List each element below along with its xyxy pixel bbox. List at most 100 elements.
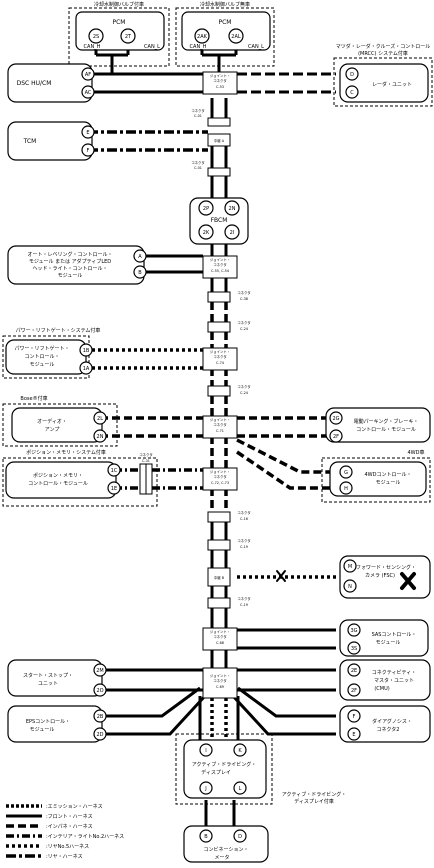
- headlight-pin-a: A: [138, 254, 142, 260]
- c19a-l1: コネクタ: [237, 538, 250, 543]
- ads-pin-d: L: [239, 786, 242, 792]
- c38-l2: C-38: [240, 297, 248, 301]
- radar-name: レーダ・ユニット: [372, 81, 412, 88]
- c53-l1: ジョイント・: [210, 74, 230, 78]
- fsc-pin-b: N: [348, 584, 352, 590]
- awd-line1: 4WDコントロール・: [365, 472, 412, 478]
- connector-c38: [207, 291, 231, 303]
- pcm2-can-h: CAN_H: [190, 44, 207, 50]
- ads-line1: アクティブ・ドライビング・: [192, 761, 256, 768]
- startstop-line2: ユニット: [38, 681, 58, 687]
- connector-c19b: [207, 597, 231, 609]
- cmu-line2: マスタ・ユニット: [374, 677, 414, 684]
- c19a-l2: C-19: [240, 545, 248, 549]
- c74-l1: ジョイント・: [210, 350, 230, 354]
- dlc-line1: ダイアグノシス・: [372, 718, 412, 725]
- connector-c01a: [207, 117, 231, 127]
- sas-pin-b: 3S: [351, 646, 357, 652]
- connector-c68: [202, 627, 238, 651]
- connector-c69: [202, 667, 238, 699]
- c55-l1: ジョイント・: [210, 258, 230, 262]
- dsc-pin-a: AF: [85, 72, 91, 78]
- option-borders: [2, 7, 433, 805]
- c71-l3: C-71: [216, 429, 224, 433]
- c16-l2: C-16: [240, 517, 248, 521]
- meter-pin-a: B: [204, 834, 208, 840]
- pcm2-note: 冷却水制御バルブ無車: [200, 1, 250, 8]
- memory-box: [5, 461, 117, 499]
- pcm2-can-l: CAN_L: [248, 44, 264, 50]
- memory-line2: コントロール・モジュール: [28, 481, 88, 487]
- c69-l1: ジョイント・: [210, 674, 230, 678]
- pcm2-pin-a: 2AK: [197, 34, 208, 40]
- powergate-line3: モジュール: [30, 362, 55, 368]
- c19b-l2: C-19: [240, 603, 248, 607]
- dlc-pin-a: F: [353, 714, 356, 720]
- meter-line2: メータ: [214, 854, 229, 861]
- fbcm-name: FBCM: [211, 217, 228, 224]
- c24a-l1: コネクタ: [237, 320, 250, 325]
- dsc-name: DSC HU/CM: [17, 80, 52, 87]
- c24b-l1: コネクタ: [237, 384, 250, 389]
- ads-pin-c: J: [204, 786, 206, 792]
- pcm1-name: PCM: [113, 19, 126, 26]
- eps-line2: モジュール: [30, 727, 55, 733]
- fbcm-pin-b: 2N: [229, 206, 236, 212]
- c72-l3: C-72, C-73: [211, 481, 229, 485]
- memory-note: ポジション・メモリ・システム付車: [26, 449, 106, 456]
- tcm-pin-a: E: [86, 130, 89, 136]
- connector-c19a: [207, 539, 231, 551]
- c53-l2: コネクタ: [213, 78, 226, 83]
- powergate-line2: コントロール・: [24, 354, 59, 360]
- eps-pin-b: 2D: [96, 732, 103, 738]
- pcm2-pin-b: 2AL: [231, 34, 241, 40]
- headlight-box: [7, 245, 145, 285]
- epb-pin-b: 2F: [333, 434, 339, 440]
- cmu-pin-b: 2F: [351, 688, 357, 694]
- pcm2-name: PCM: [219, 19, 232, 26]
- fsc-pin-a: M: [348, 564, 352, 570]
- eps-pin-a: 2B: [97, 714, 104, 720]
- c01a-l1: コネクタ: [191, 108, 204, 113]
- connector-c71: [202, 415, 238, 439]
- ads-pin-b: K: [238, 748, 242, 754]
- connector-c72: [202, 467, 238, 491]
- ads-line2: ディスプレイ: [201, 769, 231, 776]
- connector-c24a: [207, 321, 231, 333]
- c69-l2: コネクタ: [213, 678, 226, 683]
- pcm1-note: 冷却水制御バルブ付車: [94, 1, 144, 8]
- sas-pin-a: 3G: [350, 628, 357, 634]
- meter-line1: コンビネーション・: [204, 846, 249, 853]
- c55-l2: コネクタ: [213, 262, 226, 267]
- legend-label-front: :フロント・ハーネス: [46, 814, 93, 820]
- c38-l1: コネクタ: [237, 290, 250, 295]
- fsc-line2: カメラ (FSC): [365, 573, 395, 579]
- c16-l1: コネクタ: [237, 510, 250, 515]
- powergate-pin-b: 1A: [83, 366, 90, 372]
- radar-box: [339, 63, 429, 103]
- epb-pin-a: 2G: [332, 416, 339, 422]
- eps-line1: EPSコントロール・: [26, 719, 70, 725]
- connector-c53: [202, 71, 238, 95]
- legend-lines: [6, 804, 42, 858]
- c72-l1: ジョイント・: [210, 470, 230, 474]
- tcm-name: TCM: [23, 138, 37, 145]
- cmu-line3: (CMU): [374, 686, 389, 692]
- c31-l1: コネクタ: [139, 452, 152, 457]
- connector-joint-a: [207, 133, 231, 147]
- c71-l2: コネクタ: [213, 422, 226, 427]
- sas-line2: モジュール: [376, 640, 401, 646]
- memory-pin-b: 1E: [111, 486, 117, 492]
- sas-line1: SASコントロール・: [372, 632, 417, 638]
- c19b-l1: コネクタ: [237, 596, 250, 601]
- fbcm-pin-a: 2P: [203, 206, 209, 212]
- headlight-line4: モジュール: [58, 273, 83, 279]
- headlight-pin-b: B: [138, 270, 142, 276]
- sas-box: [339, 619, 429, 657]
- cmu-line1: コネクティビティ・: [372, 669, 416, 676]
- connector-c01b: [207, 167, 231, 177]
- connector-c74: [202, 347, 238, 371]
- fsc-line1: フォワード・センシング・: [356, 564, 416, 571]
- powergate-note: パワー・リフトゲート・システム付車: [16, 327, 101, 334]
- mrcc-note-1: マツダ・レーダ・クルーズ・コントロール: [336, 43, 431, 50]
